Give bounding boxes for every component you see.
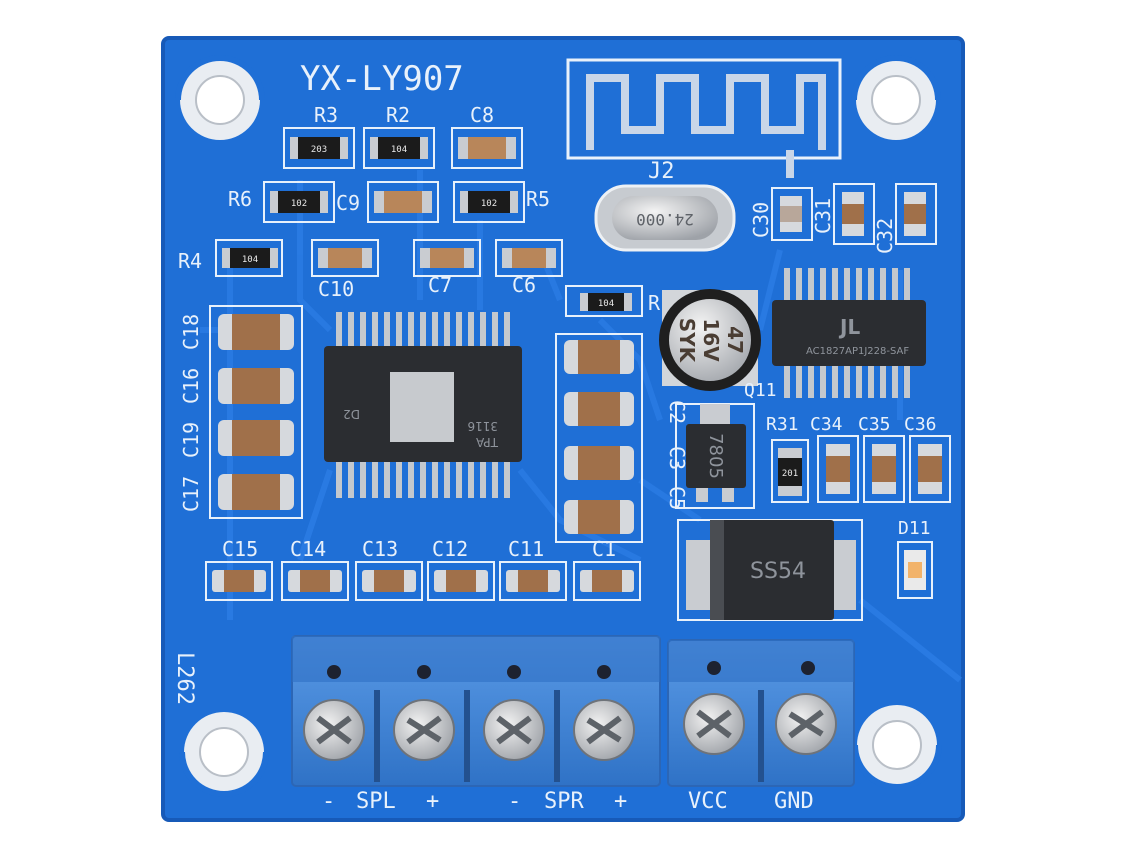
label-c19: C19 [179,422,203,458]
label-c32: C32 [873,218,897,254]
bt-chip-logo: JL [838,315,860,339]
capacitor-column-middle: 104 [555,285,643,543]
screw-spl-minus[interactable] [303,699,365,761]
smd-row-second: 102 102 [263,181,525,223]
smd-row-top: 203 104 [283,127,523,169]
capacitor-column-left [209,305,303,519]
label-c14: C14 [290,537,326,561]
amp-chip-line2: 3116 [467,419,498,433]
label-c11: C11 [508,537,544,561]
label-c35: C35 [858,414,891,435]
screw-spr-plus[interactable] [573,699,635,761]
mounting-hole-tl [175,55,265,140]
terminal-label-minus-r: - [508,789,521,814]
label-c12: C12 [432,537,468,561]
amp-chip-line3: D2 [343,407,360,421]
pcb-edge [161,36,965,822]
pcb-substrate [163,38,963,820]
terminal-label-spl: SPL [356,789,396,814]
capacitor-row-top-right [771,183,937,245]
terminal-label-gnd: GND [774,789,814,814]
label-c7: C7 [428,273,452,297]
label-c9: C9 [336,191,360,215]
screw-spl-plus[interactable] [393,699,455,761]
mounting-hole-br [852,705,942,790]
label-r6: R6 [228,187,252,211]
label-r2: R2 [386,103,410,127]
r1-code: 104 [598,299,614,309]
terminal-label-vcc: VCC [688,789,728,814]
terminal-label-plus-r: + [614,789,627,814]
terminal-label-minus-l: - [322,789,335,814]
screw-spr-minus[interactable] [483,699,545,761]
electrolytic-capacitor: 47 16V SYK [659,289,761,391]
label-d11: D11 [898,518,931,539]
regulator-code: 7805 [705,433,726,479]
screw-gnd[interactable] [775,693,837,755]
label-inductor: L262 [172,652,197,705]
cap-series: SYK [675,318,699,364]
amp-chip-line1: TPA [475,435,499,449]
label-c31: C31 [811,198,835,234]
r5-code: 102 [481,199,497,209]
board-title: YX-LY907 [300,59,464,99]
pcb-antenna [566,58,842,178]
crystal-oscillator: 24.000 [594,184,736,252]
screw-vcc[interactable] [683,693,745,755]
power-terminal-block [667,639,855,787]
bluetooth-chip: JL AC1827AP1J228-SAF [772,268,926,398]
schottky-diode: SS54 [677,519,863,621]
label-r31: R31 [766,414,799,435]
cap-voltage: 16V [699,318,723,362]
label-q11: Q11 [744,380,777,401]
label-c13: C13 [362,537,398,561]
speaker-terminal-block [291,635,661,787]
label-r4: R4 [178,249,202,273]
diode-code: SS54 [750,559,806,584]
label-r5: R5 [526,187,550,211]
bt-chip-code: AC1827AP1J228-SAF [806,346,909,357]
mounting-hole-tr [851,55,941,140]
terminal-label-spr: SPR [544,789,584,814]
label-r3: R3 [314,103,338,127]
mounting-hole-bl [179,712,269,797]
amplifier-chip: TPA 3116 D2 [324,312,522,498]
smd-row-right: 201 [771,435,951,503]
label-c6: C6 [512,273,536,297]
label-c15: C15 [222,537,258,561]
label-c36: C36 [904,414,937,435]
r4-code: 104 [242,255,258,265]
label-c10: C10 [318,277,354,301]
label-c8: C8 [470,103,494,127]
label-c17: C17 [179,476,203,512]
label-c18: C18 [179,314,203,350]
label-c34: C34 [810,414,843,435]
cap-value: 47 [723,326,747,354]
label-c30: C30 [749,202,773,238]
label-c16: C16 [179,368,203,404]
r3-code: 203 [311,145,327,155]
r31-code: 201 [782,469,798,479]
r6-code: 102 [291,199,307,209]
terminal-label-plus-l: + [426,789,439,814]
label-j2: J2 [648,159,675,184]
crystal-frequency: 24.000 [636,210,694,229]
voltage-regulator: 7805 [675,403,755,509]
smd-row-third: 104 [215,239,563,277]
capacitor-row-bottom [205,561,641,601]
r2-code: 104 [391,145,407,155]
led-d11 [897,541,933,599]
label-c1: C1 [592,537,616,561]
